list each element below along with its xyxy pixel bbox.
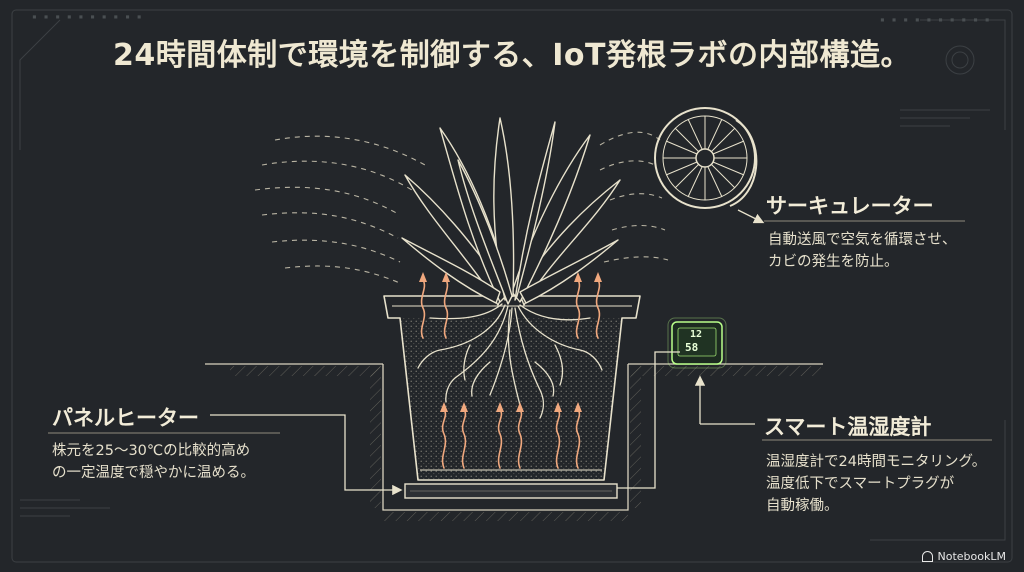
roots [417,303,603,419]
leader-lines [210,209,765,496]
ground-hatch-left [230,366,380,376]
thermometer-line-3: 自動稼働。 [766,498,839,514]
airflow-lines [254,131,669,285]
corner-decoration: ▪ ▪ ▪ ▪ ▪ ▪ ▪ ▪ ▪ ▪ [32,12,143,21]
circulator-line-2: カビの発生を防止。 [768,254,899,270]
thermometer-title: スマート温湿度計 [764,415,932,439]
thermometer-cable [617,351,680,489]
circulator-title: サーキュレーター [766,194,934,218]
heater-line-2: の一定温度で穏やかに温める。 [52,465,255,481]
background-frame [11,9,1013,563]
pit-hatch-left [370,366,381,508]
panel-heater [404,483,618,499]
meter-display-bottom: 58 [685,341,699,354]
circulator-description: 自動送風で空気を循環させ、 カビの発生を防止。 [768,229,957,273]
pit-hatch-right [630,366,641,508]
heat-arrows [420,279,601,469]
heat-arrow-heads [419,272,602,412]
heater-description: 株元を25～30℃の比較的高め の一定温度で穏やかに温める。 [52,440,255,484]
label-rules [48,220,992,441]
thermometer-line-2: 温度低下でスマートプラグが [766,476,955,492]
circulator-fan [654,107,758,209]
smart-thermometer [667,317,727,369]
page-title: 24時間体制で環境を制御する、IoT発根ラボの内部構造。 [113,38,911,73]
corner-decoration-right: ▪ ▪ ▪ ▪ ▪ ▪ ▪ ▪ ▪ ▪ [880,15,991,24]
brand-text: NotebookLM [937,550,1006,563]
plant [401,117,621,306]
heater-line-1: 株元を25～30℃の比較的高め [52,443,251,459]
pot [383,295,641,481]
pit-hatch-bottom [383,512,628,521]
brand-watermark: NotebookLM [921,550,1006,563]
thermometer-line-1: 温湿度計で24時間モニタリング。 [766,454,987,470]
ground [205,363,823,511]
notebooklm-icon [921,551,933,562]
circulator-line-1: 自動送風で空気を循環させ、 [768,232,957,248]
heater-title: パネルヒーター [52,406,199,430]
meter-display-top: 12 [690,329,703,340]
thermometer-description: 温湿度計で24時間モニタリング。 温度低下でスマートプラグが 自動稼働。 [766,451,986,517]
ground-hatch-right [631,366,821,376]
